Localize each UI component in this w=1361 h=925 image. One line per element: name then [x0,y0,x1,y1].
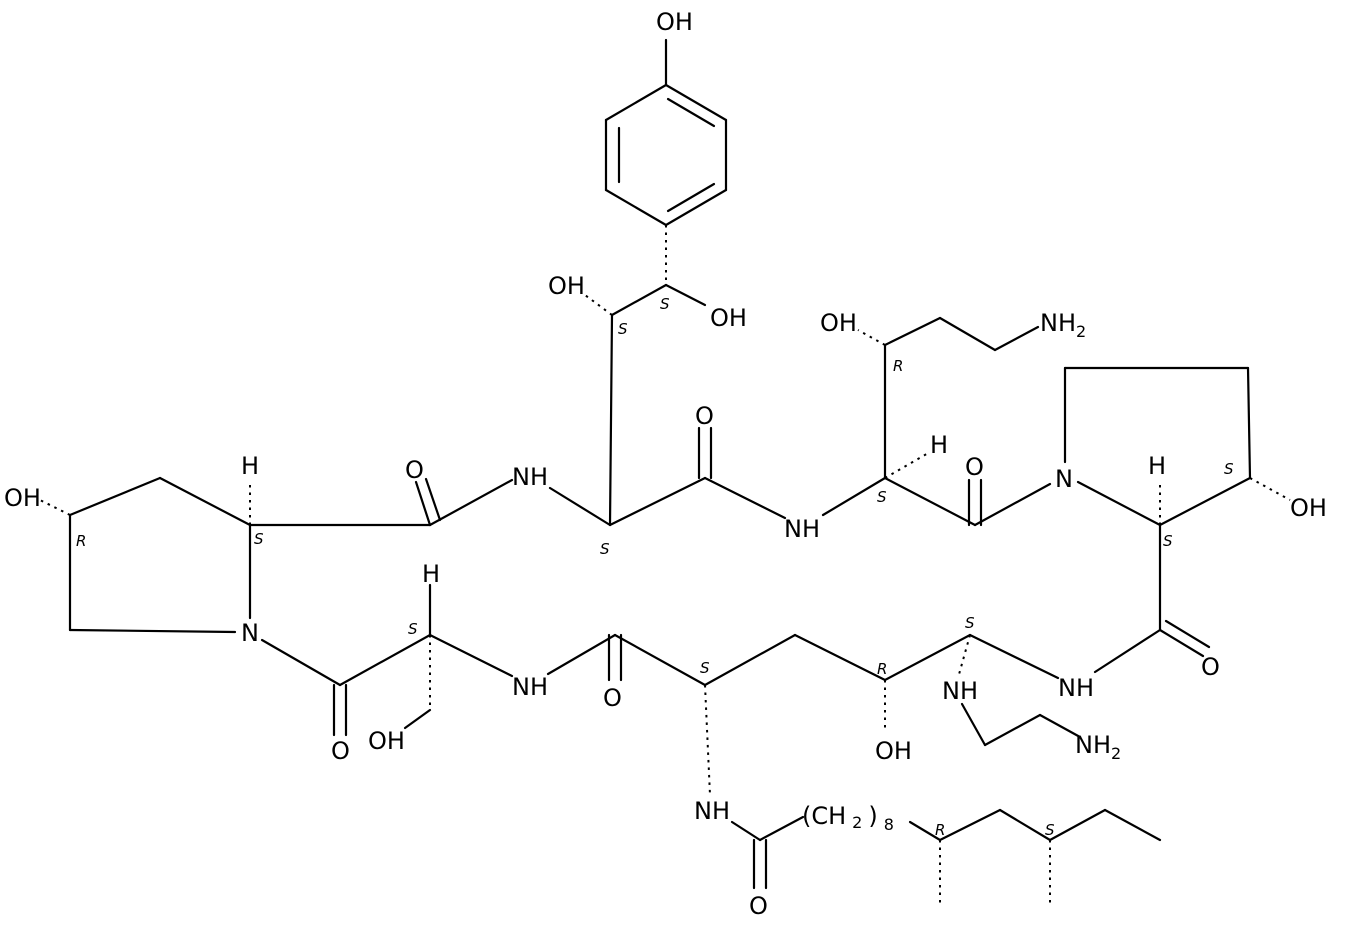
label-oh: OH [875,737,912,765]
label-oh: OH [368,727,405,755]
label-nh: NH [784,515,820,543]
label-nh2: NH2 [1040,309,1086,341]
stereo-label: S [254,530,264,548]
atom-labels: OH OH OH OH H O NH O NH H OH NH2 O N H O… [4,8,1327,920]
stereo-label: S [600,540,610,558]
label-h: H [1148,452,1166,480]
label-oh-beta: OH [548,272,585,300]
stereo-label: R [893,357,903,375]
stereo-label: S [1163,532,1173,550]
stereo-label: R [76,532,86,550]
stereo-descriptors: S S R S S S R S S R S S S R S [76,295,1234,839]
label-nh: NH [1058,674,1094,702]
stereo-label: S [408,620,418,638]
stereo-label: S [700,659,710,677]
label-o-amide: O [965,453,984,481]
label-n-pro-left: N [241,619,259,647]
label-nh: NH [512,673,548,701]
label-o-amide: O [331,737,350,765]
label-oh-pro-left: OH [4,484,41,512]
stereo-label: S [965,614,975,632]
label-o-amide: O [603,684,622,712]
stereo-label: S [618,320,628,338]
label-o-amide: O [695,402,714,430]
label-oh: OH [820,309,857,337]
stereo-label: R [935,821,945,839]
stereo-label: R [877,660,887,678]
bonds [68,38,1252,890]
label-h: H [422,560,440,588]
label-oh-benzylic: OH [710,304,747,332]
label-oh-phenol: OH [656,8,693,36]
label-o-amide: O [1201,653,1220,681]
label-nh: NH [512,463,548,491]
label-h-pro-left: H [241,452,259,480]
label-nh-side: NH [694,797,730,825]
label-oh: OH [1290,494,1327,522]
label-nh: NH [942,677,978,705]
stereo-label: S [1224,460,1234,478]
label-o-amide: O [405,456,424,484]
label-nh2: NH2 [1075,731,1121,763]
label-o-side: O [749,892,768,920]
hashed-wedge-bonds [39,225,1291,905]
label-h: H [930,431,948,459]
stereo-label: S [877,488,887,506]
stereo-label: S [660,295,670,313]
label-n-pro-right: N [1055,465,1073,493]
stereo-label: S [1045,821,1055,839]
